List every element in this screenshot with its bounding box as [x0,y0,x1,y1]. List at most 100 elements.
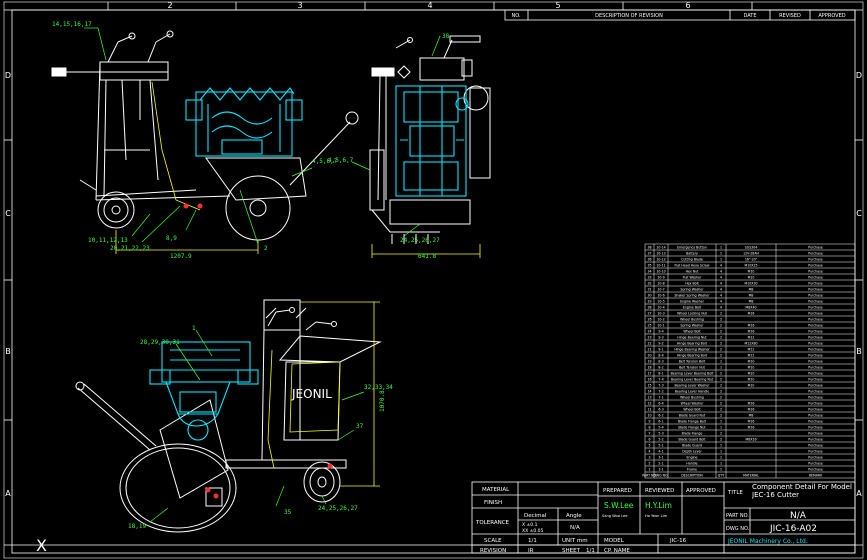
zone-letter-right-a: A [856,489,862,498]
tb-cp-name-label: CP. NAME [604,548,630,554]
parts-cell: Purchase [808,245,823,249]
callout-side-mid: 20,21,22,23 [110,245,150,252]
iso-view: 28,29,30,31 1 32,33,34 37 18,19 35 24,25… [75,299,393,533]
parts-cell: 7-3 [658,383,663,387]
callout-side-2: 2 [264,245,268,252]
tb-part-no-label: PART NO. [726,513,749,519]
parts-cell: Purchase [808,293,823,297]
parts-cell: Hinge Bearing Bolt [677,353,708,357]
parts-cell: Purchase [808,395,823,399]
parts-cell: Depth Lever [682,449,702,453]
parts-cell: 2 [648,461,650,465]
parts-cell: 3-1 [658,455,663,459]
tb-decimal-label: Decimal [524,513,547,519]
tb-reviewed-label: REVIEWED [645,488,674,494]
parts-cell: Purchase [808,413,823,417]
parts-footer-cell: QTY [718,473,724,477]
callout-iso-35: 35 [284,509,292,516]
rear-view: 38 4,5,6,7 24,25,26,27 641.8 [328,33,491,260]
tb-angle-label: Angle [566,513,582,519]
parts-cell: Purchase [808,329,823,333]
callout-rear-rod: 4,5,6,7 [328,157,354,164]
parts-cell: M8 [749,299,754,303]
parts-cell: 1-1 [658,467,663,471]
parts-footer-cell: REMARK [809,473,823,477]
parts-cell: Bearing Lever Handle [675,389,709,393]
parts-footer-cell: DWG NO. [654,473,669,477]
parts-cell: Purchase [808,449,823,453]
parts-cell: M12 [748,347,755,351]
parts-cell: Shaker Spring Washer [674,293,710,297]
parts-cell: 2 [720,329,722,333]
parts-cell: 10-2 [657,317,664,321]
parts-cell: 7-4 [658,377,663,381]
parts-cell: 9-4 [658,329,663,333]
tb-revision-label: REVISION [480,548,506,554]
parts-cell: M8 [749,413,754,417]
parts-cell: 4 [648,449,650,453]
parts-cell: SUS304 [745,245,757,249]
parts-cell: Engine [687,455,698,459]
parts-cell: Blade Flange [682,431,703,435]
parts-cell: 1 [720,419,722,423]
callout-side-wheel: 10,11,12,13 [88,237,128,244]
callout-iso-18-19: 18,19 [128,523,146,530]
parts-cell: Purchase [808,359,823,363]
parts-cell: 21 [647,347,651,351]
parts-cell: 1 [720,455,722,459]
parts-cell: Purchase [808,425,823,429]
parts-cell: Purchase [808,287,823,291]
tb-revision-value: IR [528,548,534,554]
tb-prepared-label: PREPARED [603,488,632,494]
iso-engine [149,341,259,441]
rev-col-date: DATE [743,13,756,19]
parts-cell: 4 [720,287,722,291]
parts-cell: M10 [748,371,755,375]
parts-cell: Belt Tension Bolt [679,359,706,363]
parts-cell: Belt Tension Nut [679,365,706,369]
parts-cell: M12 [748,353,755,357]
tb-tolerance-label: TOLERANCE [475,520,510,526]
parts-cell: 12V-28AH [743,251,759,255]
parts-cell: Purchase [808,461,823,465]
parts-cell: 9-2 [658,341,663,345]
parts-cell: 1 [648,467,650,471]
parts-cell: 10-12 [656,257,665,261]
callout-iso-24: 24,25,26,27 [318,505,358,512]
parts-cell: M16 [748,407,755,411]
revision-block [504,9,856,21]
parts-cell: Emergency Button [677,245,707,249]
parts-cell: 17 [647,371,651,375]
tb-dwg-no-label: DWG NO. [726,526,750,532]
tb-reviewed-name: H.Y.Lim [645,501,672,510]
parts-cell: 2 [720,341,722,345]
parts-cell: Purchase [808,299,823,303]
parts-cell: 4 [720,281,722,285]
dimension-rear-width: 641.8 [418,253,436,260]
rear-engine [395,85,469,197]
parts-cell: 2 [720,323,722,327]
parts-cell: Purchase [808,437,823,441]
parts-cell: 4 [720,263,722,267]
parts-cell: Engine Washer [680,299,704,303]
parts-cell: 2 [720,317,722,321]
parts-cell: M8 [749,293,754,297]
rev-col-approved: APPROVED [818,13,845,19]
parts-cell: 19 [647,359,651,363]
parts-cell: 22 [647,341,651,345]
zone-num-2: 2 [167,1,172,10]
parts-cell: Handle [686,461,697,465]
parts-cell: 4 [720,275,722,279]
parts-cell: 1 [720,449,722,453]
parts-cell: 2 [720,407,722,411]
parts-cell: M10 [748,359,755,363]
parts-cell: 32 [647,281,651,285]
zone-num-4: 4 [427,1,432,10]
parts-cell: 15 [647,383,651,387]
parts-cell: Wheel Bolt [683,329,701,333]
tb-reviewed-sub: Ho Yeon Lim [645,514,668,518]
tb-tol-xx: XX ±0.05 [522,528,544,534]
parts-cell: 1 [720,257,722,261]
parts-cell: 1 [720,251,722,255]
